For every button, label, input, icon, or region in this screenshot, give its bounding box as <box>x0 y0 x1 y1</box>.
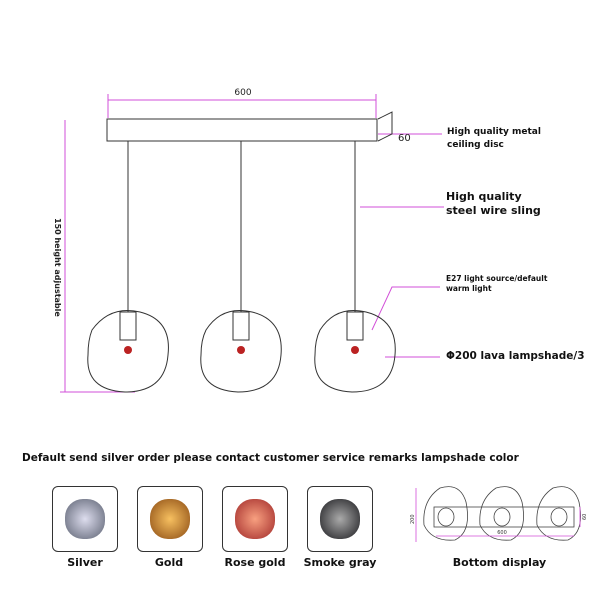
pendant-drawing: 600 60 150 height adjustable <box>53 88 444 393</box>
silver-lampshade-image <box>65 499 105 539</box>
label-smoke-gray: Smoke gray <box>303 556 377 569</box>
lampshade-2 <box>200 310 282 393</box>
callout-ceiling-disc: High quality metal ceiling disc <box>447 126 541 152</box>
swatch-gold[interactable] <box>137 486 203 552</box>
callout-lampshade: Φ200 lava lampshade/3 <box>446 350 585 362</box>
smoke-gray-lampshade-image <box>320 499 360 539</box>
rose-gold-lampshade-image <box>235 499 275 539</box>
swatch-silver[interactable] <box>52 486 118 552</box>
ceiling-disc <box>106 118 378 142</box>
callout-text: steel wire sling <box>446 204 541 217</box>
bottom-view-drawing: 200 600 60 <box>410 486 588 542</box>
bulbs <box>124 346 359 354</box>
swatch-rose-gold[interactable] <box>222 486 288 552</box>
swatch-smoke-gray[interactable] <box>307 486 373 552</box>
bottom-depth-label: 60 <box>582 514 588 520</box>
label-bottom-display: Bottom display <box>452 556 547 569</box>
callout-text: High quality metal <box>447 127 541 137</box>
callout-text: E27 light source/default <box>446 274 548 283</box>
gold-lampshade-image <box>150 499 190 539</box>
label-gold: Gold <box>154 556 184 569</box>
callout-text: ceiling disc <box>447 140 504 150</box>
bottom-diameter-label: 200 <box>410 514 416 524</box>
callout-text: High quality <box>446 190 522 203</box>
height-dim-label: 150 height adjustable <box>53 218 62 317</box>
width-dim-label: 600 <box>234 88 251 98</box>
label-rose-gold: Rose gold <box>224 556 286 569</box>
depth-dim-label: 60 <box>398 133 411 144</box>
label-silver: Silver <box>67 556 103 569</box>
color-note: Default send silver order please contact… <box>22 452 519 464</box>
lampshade-3 <box>314 310 396 393</box>
dimension-lines <box>60 94 444 393</box>
lampshade-1 <box>87 310 169 393</box>
callout-text: warm light <box>446 284 492 293</box>
bottom-width-label: 600 <box>497 530 507 536</box>
